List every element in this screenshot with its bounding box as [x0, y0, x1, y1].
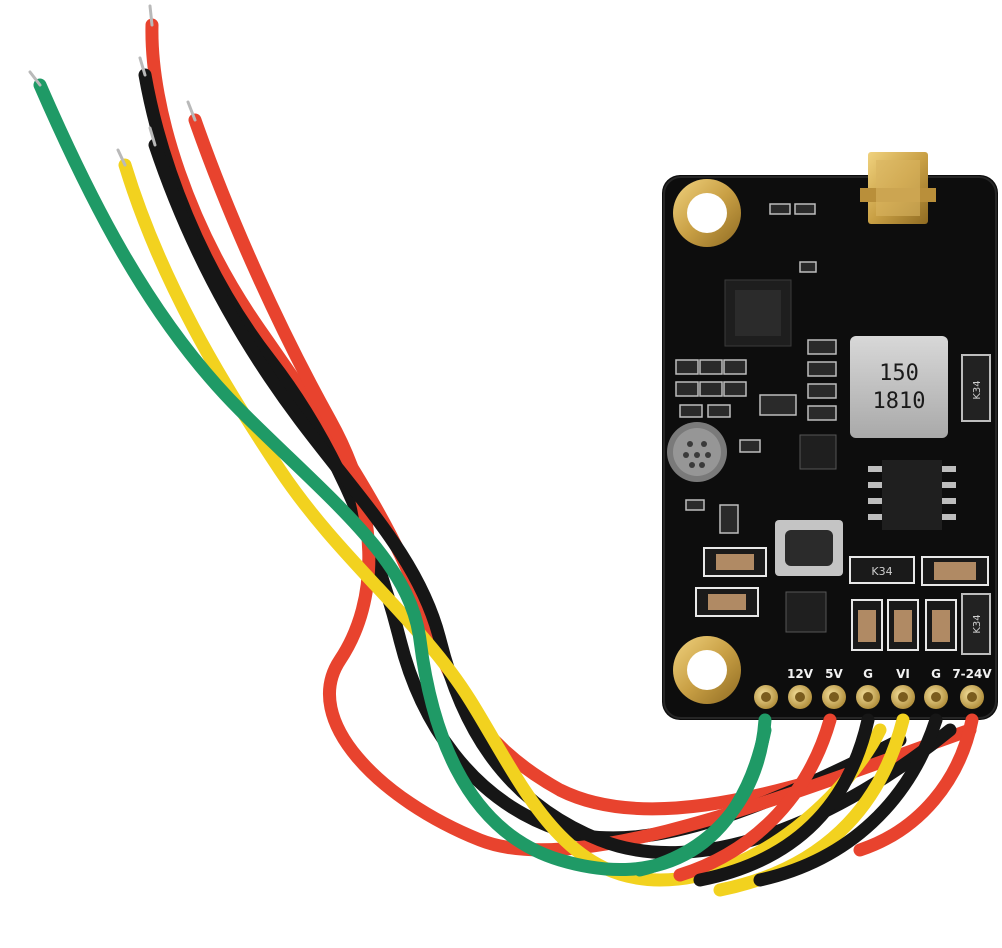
pad-label-7-24v: 7-24V [952, 667, 992, 681]
capacitor-right [921, 556, 989, 586]
pcb-board: 150 1810 K34 [662, 152, 998, 720]
capacitor-row [851, 599, 957, 651]
wire-tips [28, 4, 197, 167]
red-wire-2 [188, 113, 977, 857]
green-wire [33, 78, 772, 877]
power-inductor: 150 1810 [850, 336, 948, 438]
mounting-hole-top [673, 179, 741, 247]
pad-label-g2: G [931, 667, 941, 681]
diode-bottom: K34 [961, 593, 991, 655]
antenna-connector [860, 152, 936, 224]
inductor-marking-1: 150 [879, 361, 919, 386]
diode-top: K34 [961, 354, 991, 422]
diode-mid: K34 [849, 556, 915, 584]
pad-label-g1: G [863, 667, 873, 681]
rf-chip [724, 279, 792, 347]
transistor-2 [785, 591, 827, 633]
regulator-ic [868, 460, 956, 530]
solder-pads [754, 685, 984, 709]
pad-label-12v: 12V [787, 667, 814, 681]
yellow-wire [118, 158, 887, 887]
small-inductor [775, 520, 843, 576]
capacitor-left-1 [703, 547, 767, 577]
pad-labels: 12V 5V G VI G 7-24V [787, 667, 992, 681]
transistor-1 [799, 434, 837, 470]
smd-components [675, 203, 837, 534]
mounting-hole-bottom [673, 636, 741, 704]
wire-bundle-lower [633, 713, 979, 897]
svg-text:K34: K34 [972, 614, 983, 633]
pad-label-5v: 5V [825, 667, 843, 681]
svg-text:K34: K34 [972, 380, 983, 399]
microphone [667, 422, 727, 482]
capacitor-left-2 [695, 587, 759, 617]
inductor-marking-2: 1810 [873, 389, 926, 414]
wire-bundle-upper [33, 18, 977, 887]
pad-label-vi: VI [896, 667, 910, 681]
svg-text:K34: K34 [871, 565, 892, 578]
